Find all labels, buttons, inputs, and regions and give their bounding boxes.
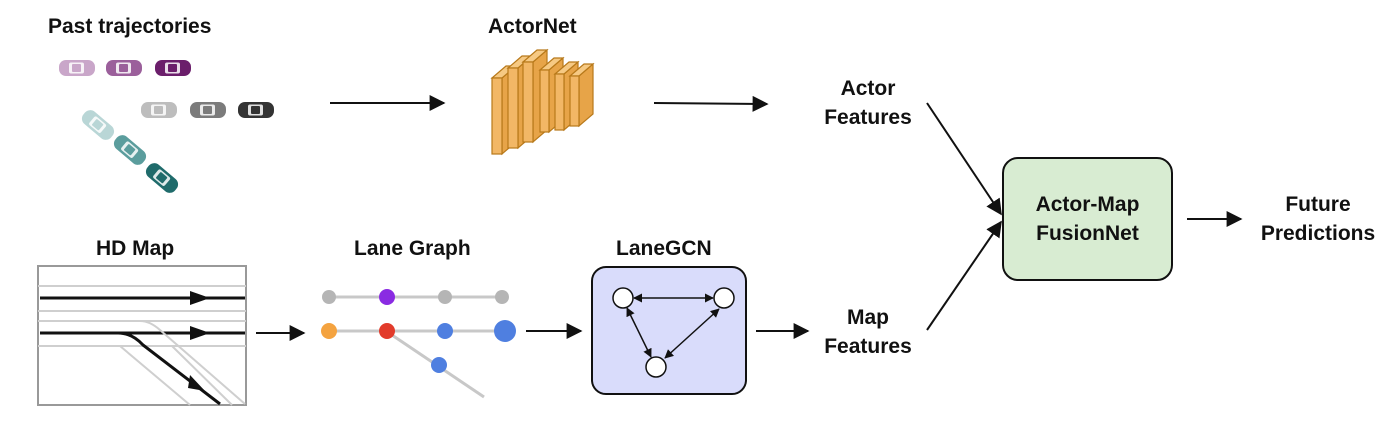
actor-features-line-1: Actor [840, 77, 896, 100]
arrow-map-to-fusion [926, 220, 1002, 331]
lanegcn-label: LaneGCN [616, 237, 712, 260]
fusionnet-label: Actor-Map FusionNet [1003, 190, 1172, 248]
map-features-line-1: Map [847, 306, 889, 329]
map-features-line-2: Features [824, 335, 912, 358]
fusionnet-box [1002, 157, 1173, 281]
map-features-label: Map Features [808, 303, 928, 361]
cnn-layer-front [507, 67, 519, 149]
future-predictions-label: Future Predictions [1250, 190, 1386, 248]
past-trajectories-label: Past trajectories [48, 15, 212, 38]
cnn-layer-front [569, 75, 580, 127]
actor-features-line-2: Features [824, 106, 912, 129]
future-predictions-line-1: Future [1285, 193, 1351, 216]
graph-icon [612, 287, 735, 378]
actornet-label: ActorNet [488, 15, 577, 38]
lanegcn-box [591, 266, 747, 395]
cnn-layer-front [539, 69, 550, 133]
past-trajectories-illustration [59, 60, 274, 196]
cnn-layers-icon [490, 48, 595, 156]
future-predictions-line-2: Predictions [1260, 222, 1376, 245]
lane-graph-illustration [321, 289, 516, 399]
car-icon [59, 60, 274, 196]
cnn-layer-front [554, 73, 565, 131]
cnn-layer-front [491, 77, 503, 155]
lane-graph-label: Lane Graph [354, 237, 471, 260]
hd-map-label: HD Map [96, 237, 175, 260]
cnn-layer-front [522, 61, 534, 143]
hd-map-illustration [37, 265, 247, 406]
fusionnet-line-2: FusionNet [1036, 222, 1139, 245]
arrow-actor-to-fusion [926, 102, 1002, 216]
arrow-to-actor-features [653, 95, 769, 112]
fusionnet-line-1: Actor-Map [1035, 193, 1140, 216]
actor-features-label: Actor Features [808, 74, 928, 132]
